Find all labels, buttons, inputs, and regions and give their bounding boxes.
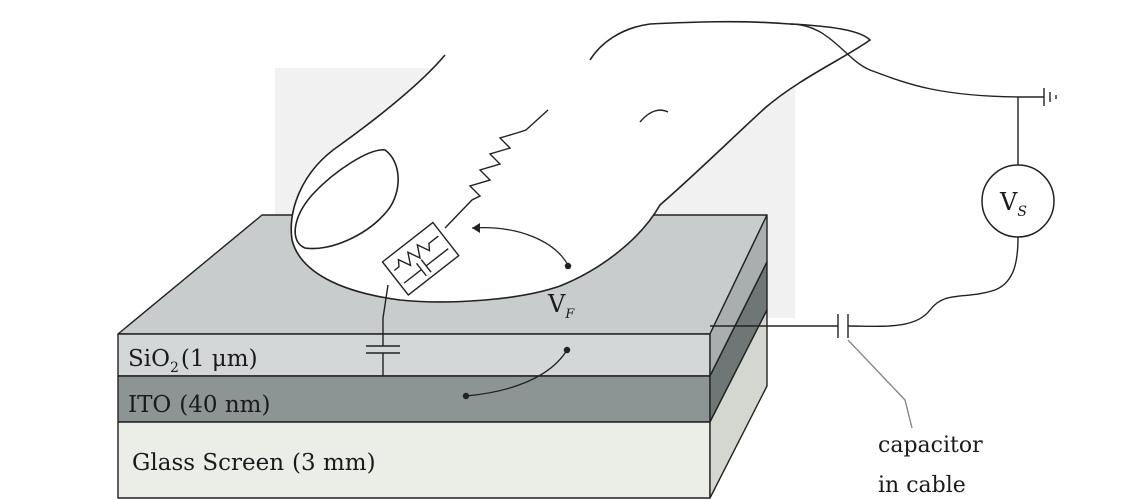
capacitor-label-line1: capacitor [878,433,983,458]
ito-front-face [117,375,711,423]
capacitor-label-line2: in cable [878,473,966,498]
body-cable [789,23,1019,98]
ground-icon [1018,88,1057,106]
external-circuit [710,23,1057,429]
capacitor-pointer [847,339,913,429]
glass-layer-label: Glass Screen(3 mm) [132,450,376,476]
contact-wire [382,284,389,346]
body-wire [444,109,549,229]
knuckle-crease [639,109,669,123]
skin-rc-network [381,221,460,297]
fingernail [294,149,399,250]
ito-layer-label: ITO(40 nm) [128,392,270,418]
sio2-front-face [117,333,711,377]
finger-upper-contour [589,20,791,61]
finger-circuit [366,109,549,376]
vs-label: VS [999,188,1027,220]
cable-capacitor [710,314,849,338]
vf-label: VF [547,290,575,322]
sio2-capacitor [366,345,400,376]
field-arrows [462,223,572,400]
sio2-layer-label: SiO2(1 μm) [128,346,258,376]
vs-bottom-wire [847,236,1019,328]
glass-side-face [709,309,768,499]
voltage-source-circle [981,164,1055,238]
